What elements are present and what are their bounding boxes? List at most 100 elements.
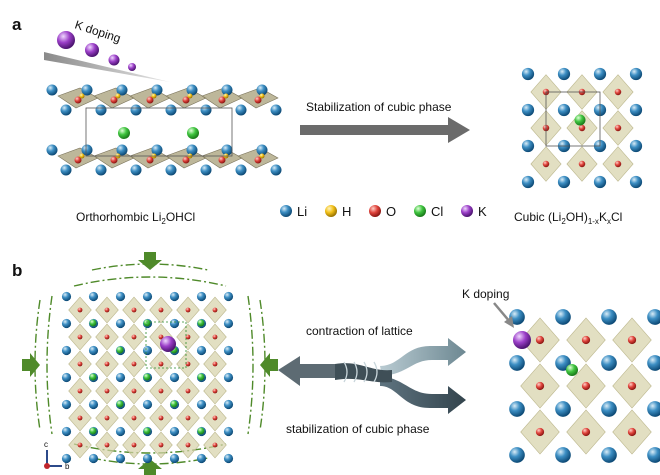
o-atom: [218, 96, 226, 104]
o-atom: [535, 381, 545, 391]
o-atom: [104, 388, 110, 394]
li-atom: [61, 426, 72, 437]
li-atom: [130, 164, 142, 176]
h-atom: [187, 93, 193, 99]
o-atom: [182, 96, 190, 104]
o-atom: [542, 160, 550, 168]
h-atom: [223, 93, 229, 99]
legend-label-li: Li: [297, 204, 307, 219]
o-atom: [77, 307, 83, 313]
o-atom: [185, 361, 191, 367]
li-atom: [601, 447, 617, 463]
li-atom: [165, 104, 177, 116]
k-atom: [513, 331, 531, 349]
li-atom: [116, 84, 128, 96]
axis-c-label: c: [44, 440, 48, 449]
li-atom: [169, 291, 180, 302]
h-atom: [115, 93, 121, 99]
k-doping-pointer: [493, 302, 511, 323]
arrow-label: Stabilization of cubic phase: [306, 100, 452, 114]
li-atom: [165, 164, 177, 176]
o-atom: [110, 156, 118, 164]
o-atom: [77, 388, 83, 394]
o-atom: [185, 388, 191, 394]
li-atom: [256, 144, 268, 156]
o-atom: [104, 307, 110, 313]
o-atom: [627, 427, 637, 437]
li-atom: [88, 399, 99, 410]
o-atom: [578, 124, 586, 132]
o-atom: [104, 334, 110, 340]
li-atom: [81, 84, 93, 96]
o-atom: [77, 415, 83, 421]
li-atom: [223, 372, 234, 383]
o-atom: [212, 307, 218, 313]
li-atom: [46, 144, 58, 156]
o-atom: [146, 96, 154, 104]
o-atom: [581, 381, 591, 391]
h-atom: [79, 153, 85, 159]
li-atom: [88, 453, 99, 464]
li-atom: [521, 139, 535, 153]
li-atom: [270, 104, 282, 116]
stabilization-arrow: [300, 117, 470, 143]
li-atom: [186, 84, 198, 96]
o-atom: [146, 156, 154, 164]
li-atom: [61, 372, 72, 383]
o-atom: [254, 96, 262, 104]
li-atom: [169, 372, 180, 383]
o-atom: [158, 415, 164, 421]
o-atom: [185, 307, 191, 313]
li-atom: [116, 144, 128, 156]
contraction-label: contraction of lattice: [306, 324, 413, 338]
li-atom: [115, 426, 126, 437]
o-atom: [185, 334, 191, 340]
o-atom: [185, 442, 191, 448]
lattice-grid: [61, 291, 234, 464]
li-atom: [235, 164, 247, 176]
li-atom: [142, 453, 153, 464]
o-atom: [614, 160, 622, 168]
li-atom: [629, 139, 643, 153]
li-atom: [509, 355, 525, 371]
li-atom: [61, 291, 72, 302]
li-atom: [647, 401, 660, 417]
li-atom: [223, 426, 234, 437]
li-atom: [629, 67, 643, 81]
o-atom: [185, 415, 191, 421]
li-atom: [647, 309, 660, 325]
li-atom: [221, 84, 233, 96]
li-atom: [221, 144, 233, 156]
o-atom: [614, 88, 622, 96]
cl-atom: [187, 127, 199, 139]
li-atom: [200, 164, 212, 176]
o-atom: [212, 361, 218, 367]
li-atom: [223, 453, 234, 464]
li-atom: [521, 175, 535, 189]
stabilization-label-b: stabilization of cubic phase: [286, 422, 430, 436]
li-atom: [601, 355, 617, 371]
axes-indicator: c b: [44, 440, 70, 471]
o-atom: [77, 442, 83, 448]
o-atom: [131, 361, 137, 367]
o-atom: [581, 335, 591, 345]
rope-arrows: [278, 338, 466, 414]
li-atom: [60, 104, 72, 116]
li-atom: [95, 164, 107, 176]
cl-atom: [566, 364, 578, 376]
li-atom: [60, 164, 72, 176]
legend-item-li: Li: [280, 204, 307, 219]
li-atom: [169, 426, 180, 437]
li-atom: [130, 104, 142, 116]
h-atom: [259, 153, 265, 159]
li-atom: [142, 345, 153, 356]
li-atom: [46, 84, 58, 96]
li-atom: [629, 103, 643, 117]
o-atom: [581, 427, 591, 437]
o-atom: [535, 427, 545, 437]
li-atom: [593, 67, 607, 81]
cl-atom: [143, 319, 151, 327]
axis-b-label: b: [65, 462, 70, 471]
distortion-box: [145, 321, 187, 369]
